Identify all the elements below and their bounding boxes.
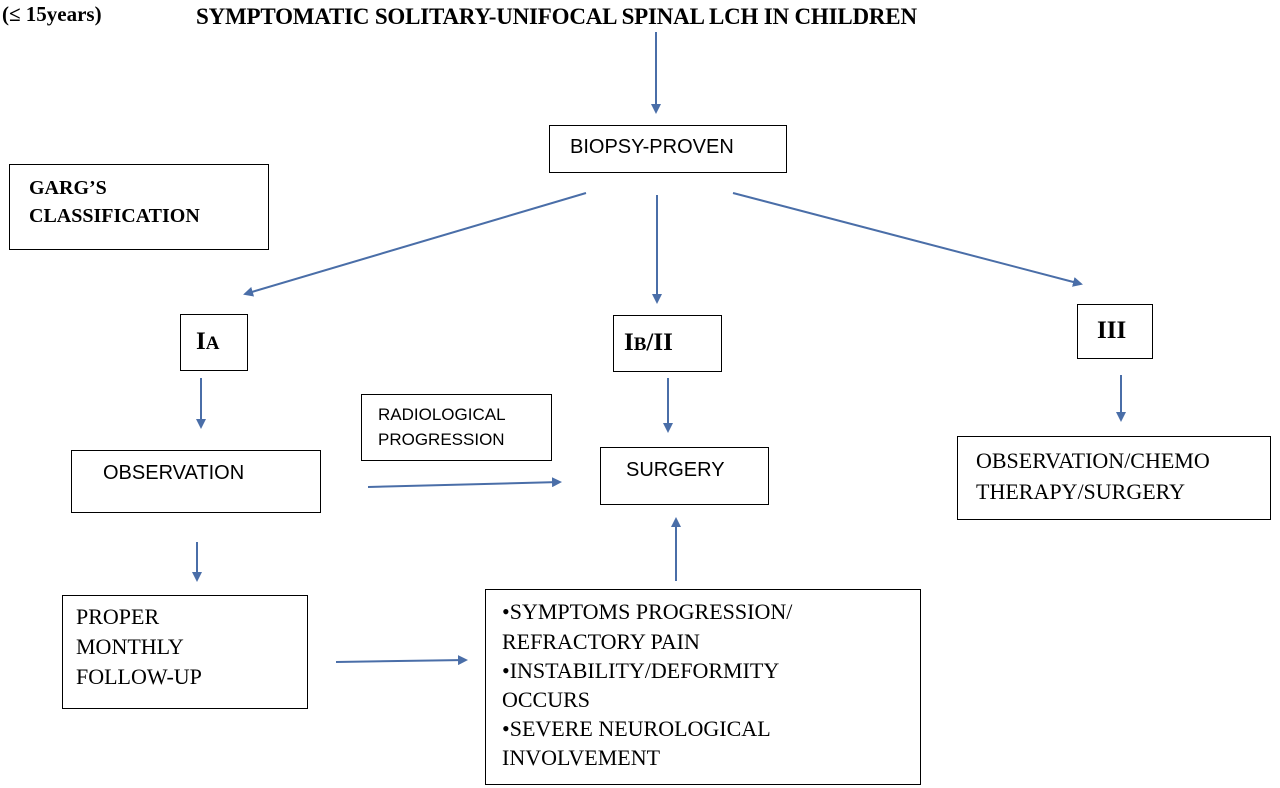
arrow-biopsy-to-ia <box>243 192 587 297</box>
followup-line1: PROPER <box>76 604 160 629</box>
class-ia-main: I <box>196 328 206 355</box>
followup-line3: FOLLOW-UP <box>76 664 202 689</box>
followup-line2: MONTHLY <box>76 634 184 659</box>
observation-label: OBSERVATION <box>103 462 245 484</box>
class-iii-box: III <box>1077 304 1153 359</box>
radiological-progression-box: RADIOLOGICAL PROGRESSION <box>361 394 552 461</box>
age-note: (≤ 15years) <box>2 2 102 26</box>
monthly-followup-box: PROPER MONTHLY FOLLOW-UP <box>62 595 308 709</box>
surgery-criteria-box: •SYMPTOMS PROGRESSION/ REFRACTORY PAIN •… <box>485 589 921 785</box>
criteria-line: •SYMPTOMS PROGRESSION/ <box>502 599 793 624</box>
class-ib-rest: /II <box>646 329 673 356</box>
class-ib-ii-box: IB/II <box>613 315 722 372</box>
garg-label-line2: CLASSIFICATION <box>29 205 200 227</box>
class-ib-ii-label: IB/II <box>624 329 673 357</box>
biopsy-proven-label: BIOPSY-PROVEN <box>570 136 734 158</box>
criteria-line: •INSTABILITY/DEFORMITY <box>502 658 780 683</box>
criteria-line: OCCURS <box>502 687 591 712</box>
class-ia-sub: A <box>205 333 220 354</box>
class-ia-box: IA <box>180 314 248 371</box>
radiological-line2: PROGRESSION <box>378 430 505 449</box>
surgery-label: SURGERY <box>626 459 725 481</box>
garg-classification-box: GARG’S CLASSIFICATION <box>9 164 269 250</box>
biopsy-proven-box: BIOPSY-PROVEN <box>549 125 787 173</box>
class-ib-main: I <box>624 329 634 356</box>
criteria-line: •SEVERE NEUROLOGICAL <box>502 716 771 741</box>
arrow-biopsy-to-iii <box>732 192 1083 287</box>
class-ia-label: IA <box>196 328 219 356</box>
radiological-line1: RADIOLOGICAL <box>378 405 506 424</box>
class-iii-label: III <box>1097 317 1127 344</box>
criteria-line: INVOLVEMENT <box>502 745 661 770</box>
garg-label-line1: GARG’S <box>29 177 107 199</box>
arrow-followup-to-criteria <box>335 655 468 666</box>
criteria-line: REFRACTORY PAIN <box>502 629 700 654</box>
surgery-box: SURGERY <box>600 447 769 505</box>
observation-box: OBSERVATION <box>71 450 321 513</box>
observation-chemo-surgery-box: OBSERVATION/CHEMO THERAPY/SURGERY <box>957 436 1271 520</box>
arrow-observation-to-surgery <box>367 477 562 488</box>
obs-chemo-line2: THERAPY/SURGERY <box>976 479 1186 504</box>
class-ib-sub: B <box>633 334 647 355</box>
obs-chemo-line1: OBSERVATION/CHEMO <box>976 448 1210 473</box>
diagram-title: SYMPTOMATIC SOLITARY-UNIFOCAL SPINAL LCH… <box>196 4 917 29</box>
